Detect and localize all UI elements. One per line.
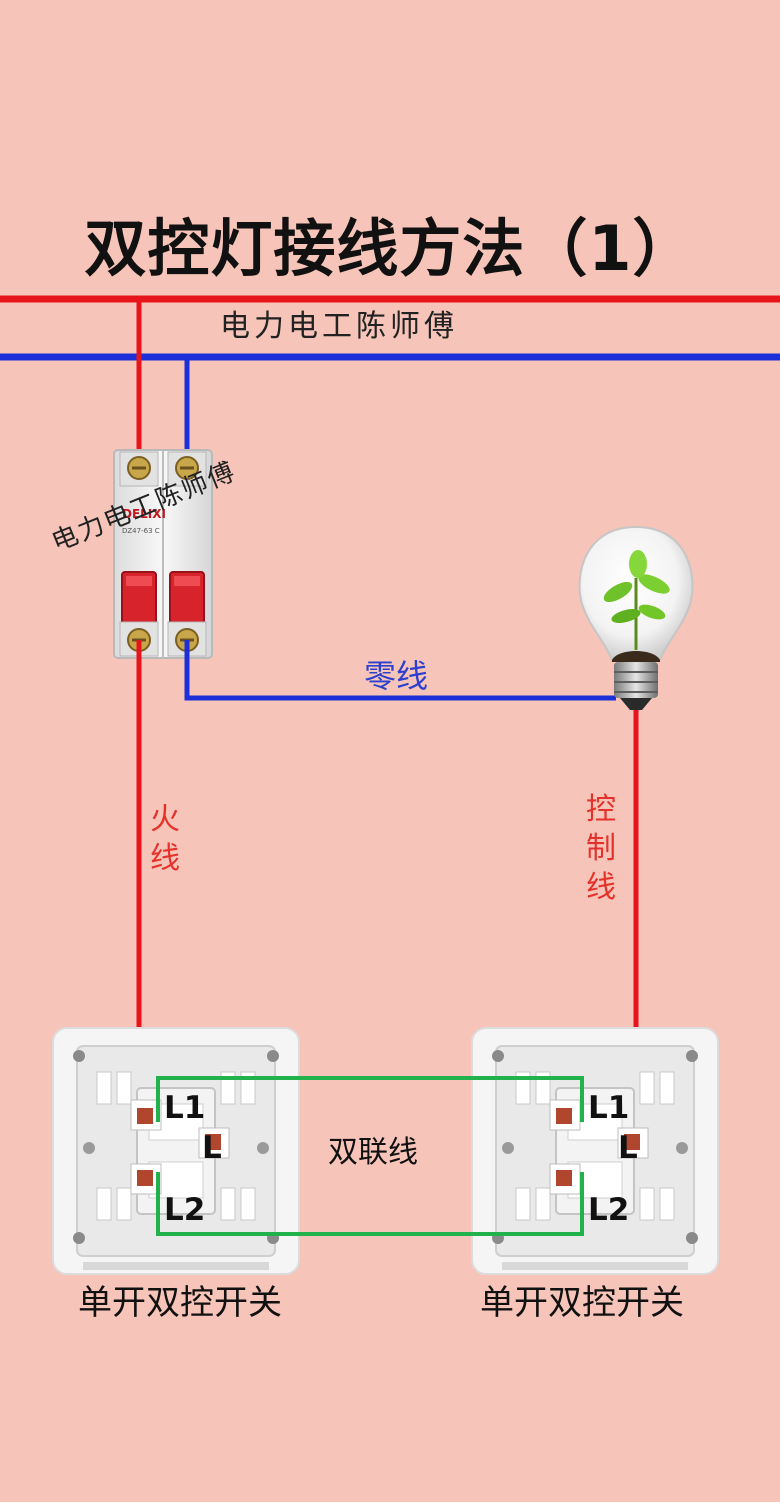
right-switch-l1-label: L1 [588,1090,629,1126]
lamp-neutral-wire [184,640,616,701]
link-wire-bottom [156,1172,584,1236]
watermark-text: 电力电工陈师傅 [220,309,458,344]
right-switch-l2-label: L2 [588,1192,629,1228]
double-link-label: 双联线 [328,1135,418,1170]
neutral-wire-label: 零线 [364,657,429,695]
right-switch-l-label: L [618,1130,638,1166]
left-switch-l1-label: L1 [164,1090,205,1126]
live-wire-label: 火线 [150,802,180,876]
link-wire-top [156,1076,584,1122]
circuit-breaker: DELIXI DZ47-63 C [113,449,213,659]
right-switch [471,1027,719,1275]
right-switch-caption: 单开双控开关 [480,1283,684,1323]
left-switch-caption: 单开双控开关 [78,1283,282,1323]
left-switch-l2-label: L2 [164,1192,205,1228]
breaker-model: DZ47-63 C [122,527,160,535]
control-wire-label: 控制线 [586,792,616,905]
left-switch [52,1027,300,1275]
page-title: 双控灯接线方法（1） [84,212,696,285]
breaker-brand: DELIXI [122,507,166,521]
light-bulb [578,525,694,710]
left-switch-l-label: L [202,1130,222,1166]
